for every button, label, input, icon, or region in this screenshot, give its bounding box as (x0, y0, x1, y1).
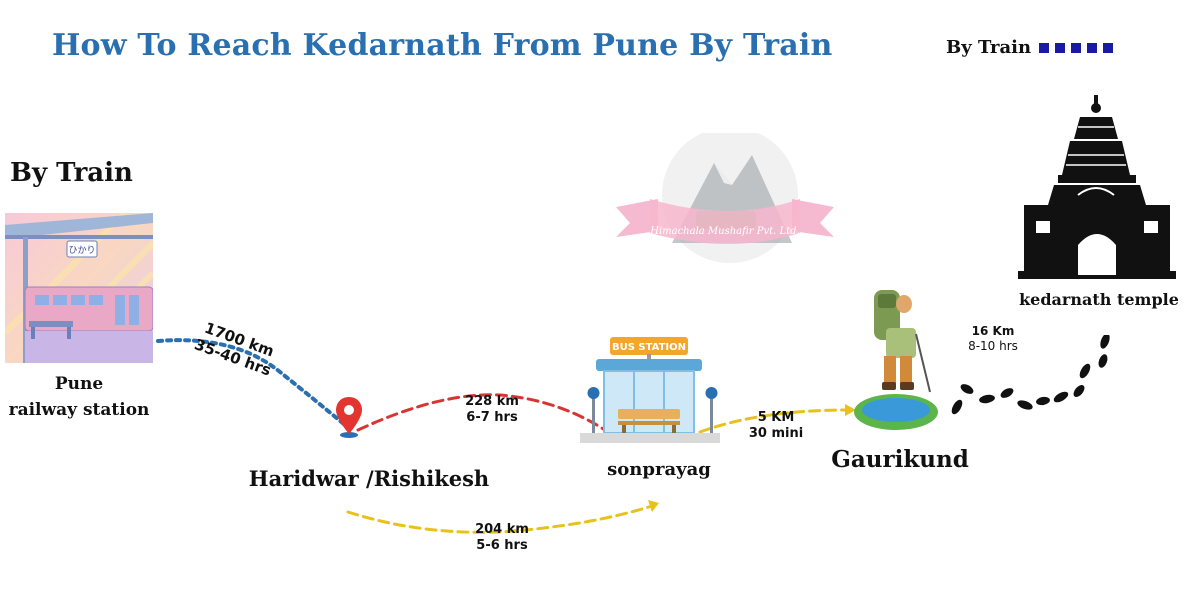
section-heading: By Train (10, 158, 133, 188)
leg-distance: 16 Km (971, 324, 1015, 338)
place-label-haridwar: Haridwar /Rishikesh (248, 466, 490, 491)
leg-label-sonprayag-gaurikund: 5 KM 30 mini (740, 410, 812, 443)
leg-time: 8-10 hrs (968, 339, 1018, 353)
route-pune-haridwar (156, 338, 347, 427)
leg-distance: 228 km (465, 394, 519, 409)
leg-label-haridwar-sonprayag-bottom: 204 km 5-6 hrs (462, 522, 542, 555)
footsteps-trail (951, 335, 1110, 415)
watermark-logo: Himachala Mushafir Pvt. Ltd. (616, 133, 834, 263)
place-label-gaurikund: Gaurikund (831, 446, 969, 473)
legend-label: By Train (946, 37, 1032, 58)
leg-distance: 5 KM (757, 410, 795, 425)
place-label-pune: Pune railway station (8, 374, 150, 420)
bus-station-sign: BUS STATION (612, 342, 686, 353)
legend: By Train (946, 37, 1114, 58)
location-pin-icon (336, 397, 362, 438)
leg-time: 5-6 hrs (476, 538, 528, 554)
legend-train-swatch (1039, 42, 1114, 53)
route-haridwar-sonprayag-top (356, 393, 610, 434)
place-label-sonprayag: sonprayag (607, 459, 711, 480)
watermark-text: Himachala Mushafir Pvt. Ltd. (649, 226, 800, 237)
place-label-kedarnath: kedarnath temple (1019, 290, 1179, 309)
leg-label-gaurikund-kedarnath: 16 Km 8-10 hrs (953, 324, 1033, 354)
route-sonprayag-gaurikund (698, 408, 850, 434)
hiker-illustration (854, 290, 938, 430)
leg-time: 30 mini (748, 426, 804, 442)
bus-station-illustration: BUS STATION (580, 337, 720, 443)
route-haridwar-sonprayag-bottom (346, 503, 657, 534)
leg-distance: 204 km (475, 522, 529, 537)
page-title: How To Reach Kedarnath From Pune By Trai… (52, 28, 833, 63)
leg-label-haridwar-sonprayag-top: 228 km 6-7 hrs (452, 394, 532, 427)
leg-time: 6-7 hrs (466, 410, 518, 426)
train-station-illustration: ひかり (5, 213, 153, 363)
temple-icon (1018, 95, 1176, 279)
svg-text:ひかり: ひかり (68, 245, 95, 256)
